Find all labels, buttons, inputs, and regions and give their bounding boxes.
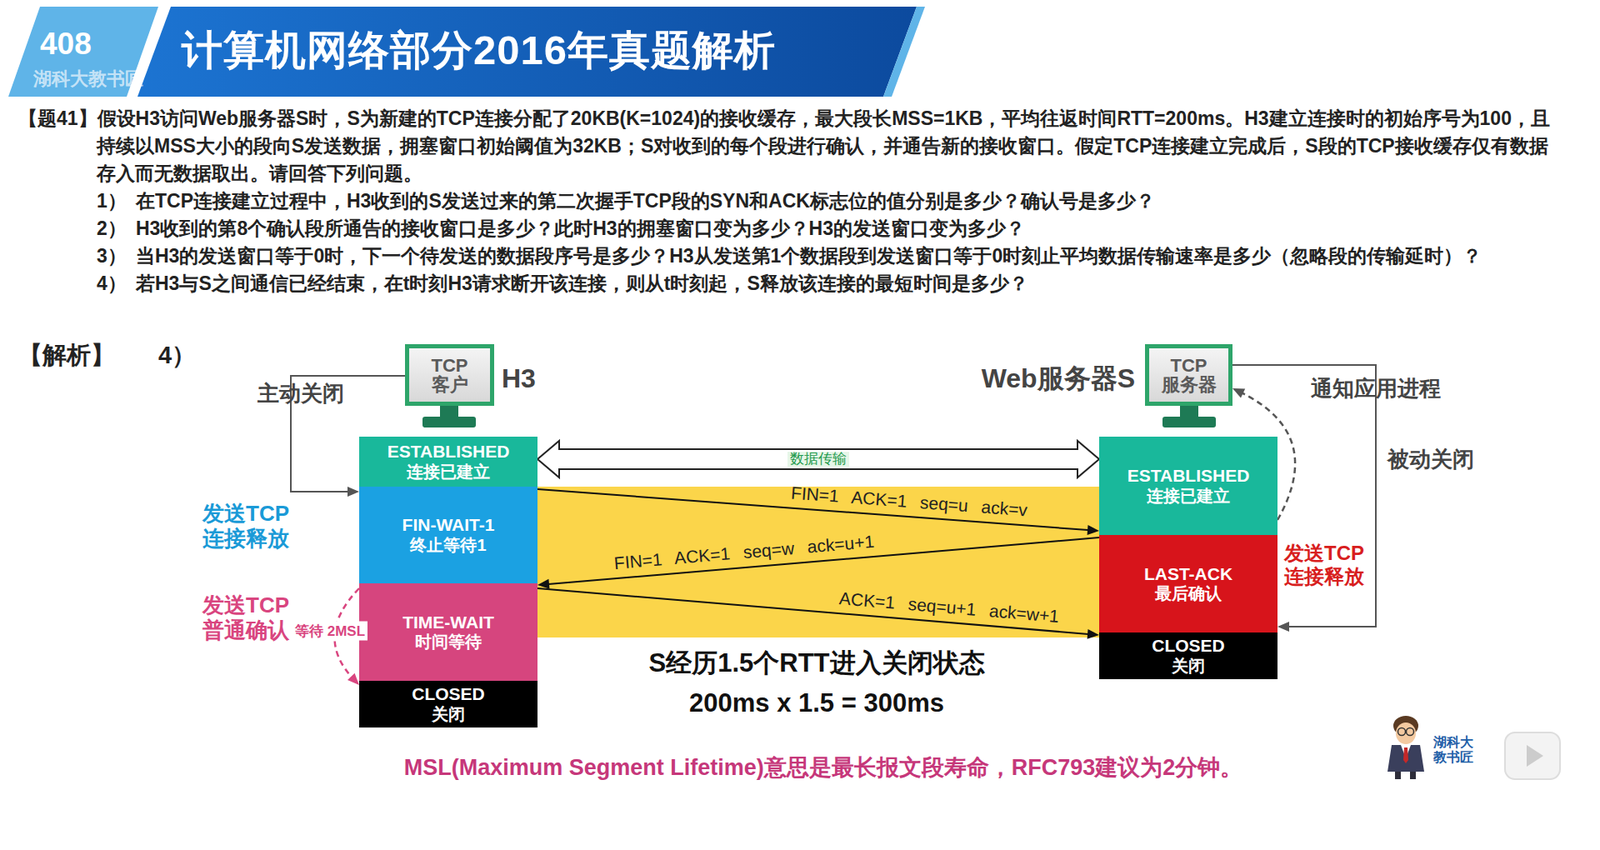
arrowhead xyxy=(1277,621,1290,632)
arrowhead xyxy=(1087,629,1100,640)
state-name-zh: 终止等待1 xyxy=(410,535,486,555)
result-note: S经历1.5个RTT进入关闭状态 xyxy=(648,648,985,679)
action-note: 发送TCP 连接释放 xyxy=(1284,541,1365,588)
avatar xyxy=(1387,715,1425,780)
state-name: CLOSED xyxy=(1151,635,1225,656)
item-number: 1） xyxy=(96,187,136,215)
state-box: FIN-WAIT-1终止等待1 xyxy=(359,486,538,584)
state-name-zh: 时间等待 xyxy=(415,632,482,652)
avatar-body xyxy=(1387,745,1425,772)
banner xyxy=(137,6,917,97)
item-number: 4） xyxy=(158,341,196,370)
avatar-glasses xyxy=(1406,728,1415,736)
action-note: 发送TCP 连接释放 xyxy=(202,501,290,552)
state-name: FIN-WAIT-1 xyxy=(402,515,495,535)
host-name: Web服务器S xyxy=(981,363,1135,395)
banner-tab xyxy=(8,6,159,97)
question-item: 若H3与S之间通信已经结束，在t时刻H3请求断开该连接，则从t时刻起，S释放该连… xyxy=(135,270,1556,298)
state-name: TIME-WAIT xyxy=(402,612,495,633)
question-item: 当H3的发送窗口等于0时，下一个待发送的数据段序号是多少？H3从发送第1个数据段… xyxy=(135,242,1556,270)
arrowhead xyxy=(1232,388,1245,399)
arrowhead xyxy=(1087,525,1100,535)
state-name-zh: 连接已建立 xyxy=(406,462,490,482)
monitor-stand xyxy=(1162,416,1216,428)
question-row: 2）H3收到的第8个确认段所通告的接收窗口是多少？此时H3的拥塞窗口变为多少？H… xyxy=(96,215,1556,243)
monitor-label: TCP 客户 xyxy=(431,355,469,395)
state-name: CLOSED xyxy=(411,684,485,705)
arrowhead xyxy=(537,579,550,590)
avatar-glasses xyxy=(1398,728,1406,736)
edge-label: 数据传输 xyxy=(787,451,850,467)
host-name: H3 xyxy=(501,363,536,395)
state-box: CLOSED关闭 xyxy=(1099,632,1278,680)
state-box: LAST-ACK最后确认 xyxy=(1099,535,1278,633)
action-note: 发送TCP 普通确认 xyxy=(202,593,290,644)
state-name-zh: 关闭 xyxy=(431,705,465,725)
watermark: 湖科大 教书匠 xyxy=(1433,735,1474,766)
state-name: ESTABLISHED xyxy=(1127,465,1250,486)
avatar-tie xyxy=(1403,747,1409,764)
result-formula: 200ms x 1.5 = 300ms xyxy=(689,688,945,719)
monitor-screen: TCP 客户 xyxy=(405,344,495,406)
connector-line xyxy=(537,588,1091,635)
monitor-label: TCP 服务器 xyxy=(1161,355,1217,395)
question-row: 3）当H3的发送窗口等于0时，下一个待发送的数据段序号是多少？H3从发送第1个数… xyxy=(96,242,1556,270)
question-item: 在TCP连接建立过程中，H3收到的S发送过来的第二次握手TCP段的SYN和ACK… xyxy=(135,187,1556,215)
item-number: 3） xyxy=(96,242,136,270)
exam-code: 408 xyxy=(40,26,92,63)
item-number: 4） xyxy=(96,270,136,298)
connector xyxy=(537,588,1100,640)
watermark: 湖科大教书匠 xyxy=(33,68,144,90)
avatar-face xyxy=(1395,722,1416,745)
state-box: ESTABLISHED连接已建立 xyxy=(359,436,538,487)
question-block: 【题41】假设H3访问Web服务器S时，S为新建的TCP连接分配了20KB(K=… xyxy=(18,105,1556,298)
question-row: 4）若H3与S之间通信已经结束，在t时刻H3请求断开该连接，则从t时刻起，S释放… xyxy=(96,270,1556,298)
state-box: CLOSED关闭 xyxy=(359,680,538,728)
banner-edge xyxy=(883,6,925,97)
question-stem: 【题41】假设H3访问Web服务器S时，S为新建的TCP连接分配了20KB(K=… xyxy=(18,105,1556,188)
section-heading: 【解析】 xyxy=(18,341,115,370)
play-icon xyxy=(1526,745,1544,767)
avatar-leg xyxy=(1395,771,1401,780)
side-note: 被动关闭 xyxy=(1387,447,1410,472)
monitor-stand xyxy=(422,416,476,428)
state-box: ESTABLISHED连接已建立 xyxy=(1099,436,1278,535)
monitor-stand xyxy=(1180,405,1199,418)
state-name-zh: 最后确认 xyxy=(1155,584,1222,604)
arrowhead xyxy=(347,673,360,685)
monitor-screen: TCP 服务器 xyxy=(1145,344,1233,406)
play-button xyxy=(1505,732,1560,780)
footnote: MSL(Maximum Segment Lifetime)意思是最长报文段寿命，… xyxy=(404,755,1244,781)
wait-note: 等待 2MSL xyxy=(292,621,368,641)
state-name-zh: 连接已建立 xyxy=(1146,486,1230,506)
state-box: TIME-WAIT时间等待 xyxy=(359,583,538,681)
state-name: ESTABLISHED xyxy=(387,441,510,462)
side-note: 主动关闭 xyxy=(257,381,280,406)
side-note: 通知应用进程 xyxy=(1310,376,1357,401)
slide-title: 计算机网络部分2016年真题解析 xyxy=(181,30,776,71)
question-row: 1）在TCP连接建立过程中，H3收到的S发送过来的第二次握手TCP段的SYN和A… xyxy=(96,187,1556,215)
state-name: LAST-ACK xyxy=(1144,564,1233,585)
arrowhead xyxy=(347,486,360,497)
question-item: H3收到的第8个确认段所通告的接收窗口是多少？此时H3的拥塞窗口变为多少？H3的… xyxy=(135,215,1556,243)
monitor-stand xyxy=(440,405,459,418)
item-number: 2） xyxy=(96,215,136,243)
connector xyxy=(537,440,1100,478)
double-arrow xyxy=(537,440,1100,478)
avatar-leg xyxy=(1410,771,1416,780)
state-name-zh: 关闭 xyxy=(1171,656,1205,676)
